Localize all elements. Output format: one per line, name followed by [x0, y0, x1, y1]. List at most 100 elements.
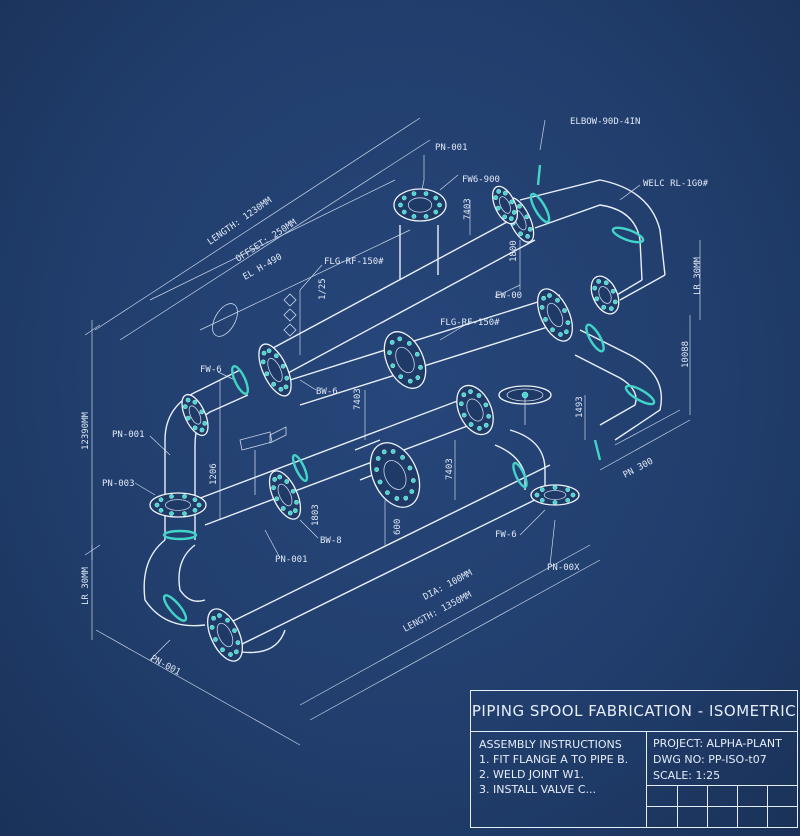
flange-bolt [550, 327, 555, 333]
flange-bolt [278, 386, 284, 392]
flange [537, 288, 573, 342]
flange-bolt [509, 199, 515, 205]
flange-bolt [411, 191, 417, 196]
instrument-symbols [212, 293, 297, 495]
flange-bolt [547, 293, 552, 298]
flange-bolt [565, 320, 571, 325]
flange-bolt [476, 393, 482, 398]
flange-bolt [495, 205, 501, 211]
flange-face [491, 185, 519, 225]
flange-bolt [182, 494, 187, 499]
flange-bolt [199, 409, 205, 415]
flange-bolt [608, 306, 614, 311]
flange [258, 343, 292, 397]
flange-bolt [461, 392, 467, 398]
label-bw-6: BW-6 [316, 387, 338, 397]
flange-bolt [158, 497, 164, 503]
flange-bolt [411, 214, 417, 219]
flange-bolt [461, 412, 467, 418]
flange-bore [383, 460, 407, 490]
flange-bolt [409, 489, 415, 494]
flange-bolt [385, 490, 390, 495]
flange-bolt [377, 479, 383, 485]
flange-bolt [280, 363, 286, 369]
flange-bolt [565, 497, 571, 503]
flange-bolt [202, 420, 208, 426]
flange-bolt [398, 202, 403, 208]
flange-bore [164, 499, 191, 511]
flange-bolt [511, 210, 517, 215]
label-dim-1493: 1493 [575, 396, 585, 418]
flange-bolt [483, 402, 489, 408]
flange-face [456, 384, 494, 436]
flange-bolt [290, 488, 296, 494]
flange-face [590, 275, 620, 315]
weld-joints [162, 164, 656, 622]
flange [369, 442, 421, 508]
label-pn-001-mid: PN-001 [275, 555, 308, 565]
flange [590, 275, 620, 315]
flange-bolt [284, 479, 290, 484]
flange-bolt [284, 375, 290, 381]
flange-bolt [418, 365, 423, 370]
flange-bolt [294, 499, 299, 505]
flange [207, 608, 243, 662]
flange-bolt [555, 297, 560, 303]
label-fw6-top: FW6-900 [462, 175, 500, 185]
flange-bolt [564, 329, 569, 335]
flange-bolt [280, 506, 286, 511]
label-ew-00: EW-00 [495, 291, 522, 301]
flange [181, 393, 209, 437]
flange-face [369, 442, 421, 508]
flange-bolt [603, 280, 609, 286]
label-dim-1803: 1803 [311, 504, 321, 526]
flange-bolt [283, 384, 289, 390]
flange-bolt [169, 511, 174, 516]
flange-bolt [534, 492, 540, 498]
label-pn-001-left: PN-001 [112, 430, 145, 440]
flange-bolt [541, 295, 546, 301]
flange-bolt [543, 317, 548, 322]
flange-bolt [277, 474, 283, 480]
flange-bolt [596, 279, 602, 284]
flange-bolt [433, 195, 439, 201]
flange-bolt [527, 226, 533, 232]
flange-bore [546, 302, 564, 328]
label-weld-top-right: WELC RL-1G0# [643, 179, 709, 189]
flange-bore [598, 286, 612, 304]
label-dim-7403-c: 7403 [445, 458, 455, 480]
flange-bolt [493, 195, 499, 200]
flange-bolt [612, 299, 618, 305]
flange-bolt [558, 332, 563, 337]
flange-face [268, 470, 302, 520]
flange-bolt [610, 288, 616, 294]
assembly-instructions: ASSEMBLY INSTRUCTIONS 1. FIT FLANGE A TO… [471, 731, 647, 827]
flange-bolt [468, 389, 473, 394]
revision-grid-col [707, 785, 708, 827]
flange-bore [277, 483, 293, 507]
flange-bolt [209, 625, 215, 630]
label-dim-600: 600 [393, 519, 403, 535]
flange-bolt [182, 404, 188, 410]
flange-bolt [406, 341, 412, 346]
label-fw-6-bottom: FW-6 [495, 530, 517, 540]
flange-bolt [192, 425, 198, 431]
pipe-network [143, 179, 666, 654]
flange-bolt [271, 381, 276, 387]
label-lr-right: LR 30MM [693, 256, 703, 295]
flange-bore [216, 622, 234, 648]
flange-bolt [570, 492, 576, 498]
flange-bore [407, 197, 433, 213]
flange-bolt [423, 214, 429, 219]
label-flg-rf-mid: FLG-RF-150# [440, 318, 500, 328]
flange-bolt [228, 652, 233, 657]
flange-bolt [483, 422, 489, 428]
flange-bolt [192, 507, 198, 513]
revision-grid-col [677, 785, 678, 827]
flange-bolt [437, 202, 442, 208]
flange-bolt [518, 231, 523, 237]
flange-bolt [407, 378, 413, 384]
flange-bolt [390, 449, 396, 454]
label-flg-rf-top: FLG-RF-150# [324, 257, 384, 267]
